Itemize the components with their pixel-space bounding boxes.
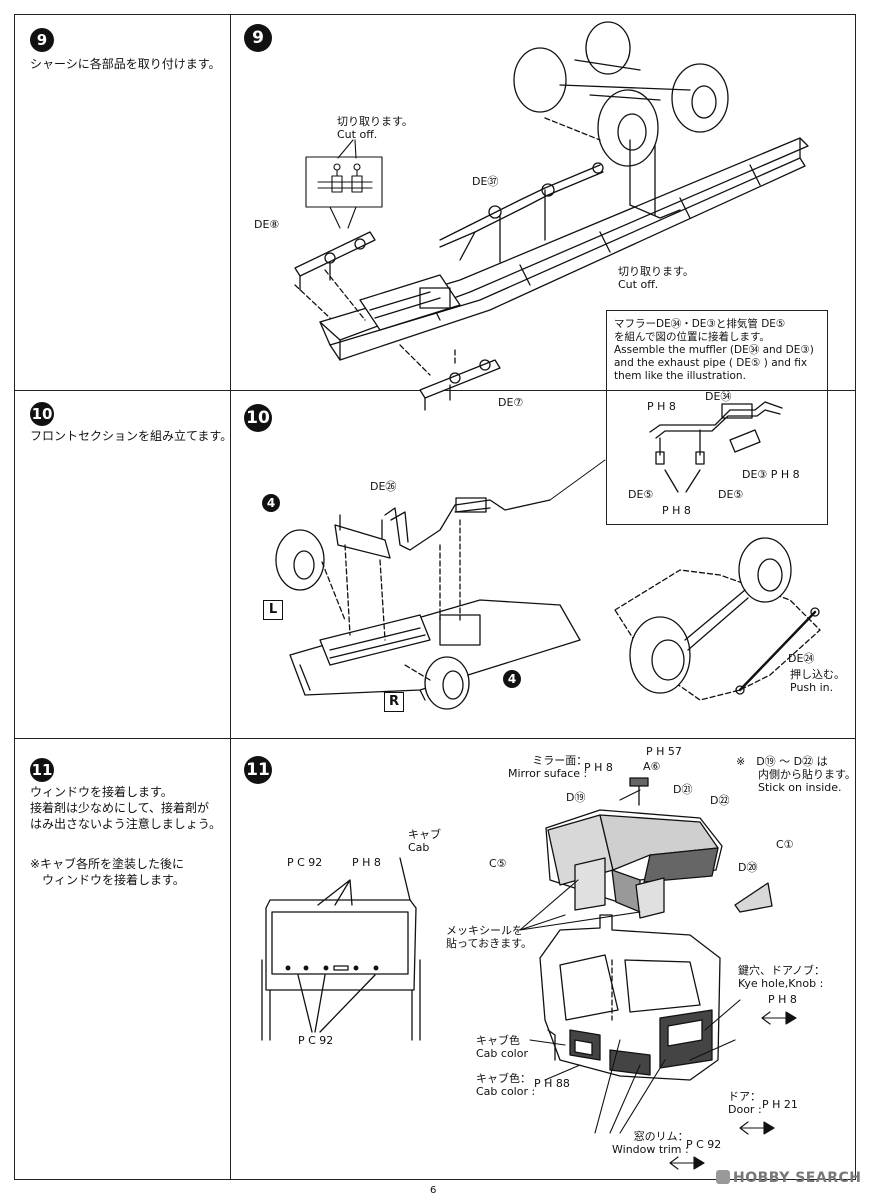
arrows (519, 789, 797, 1170)
cut-off-label-top: 切り取ります。 Cut off. (337, 115, 413, 141)
part-label-de37: DE㊲ (472, 175, 499, 188)
rear-axle-drawing (614, 537, 821, 701)
decal-label-d22: D㉒ (710, 794, 730, 807)
diagram-number-11: 11 (244, 756, 272, 784)
muffler-label-de5-right: DE⑤ (718, 488, 744, 501)
chassis-frame-drawing (319, 137, 809, 361)
part-label-de8: DE⑧ (254, 218, 280, 231)
step-number-11: 11 (30, 758, 54, 782)
wheel-ref-left: 4 (262, 494, 280, 512)
keyhole-knob-label: 鍵穴、ドアノブ： Kye hole,Knob : (738, 964, 826, 990)
part-label-c5: C⑤ (489, 857, 507, 870)
muffler-label-de3-ph8: DE③ P H 8 (742, 468, 800, 481)
step-9-text: シャーシに各部品を取り付けます。 (30, 57, 221, 71)
cut-off-detail (305, 139, 383, 229)
push-in-label: 押し込む。 Push in. (790, 668, 845, 694)
wheel-ref-right: 4 (503, 670, 521, 688)
decal-label-d20: D⑳ (738, 861, 758, 874)
watermark-text: HOBBY SEARCH (733, 1170, 862, 1186)
part-label-de26: DE㉖ (370, 480, 397, 493)
de7-part (399, 344, 501, 411)
hobby-search-logo-icon (716, 1170, 730, 1184)
rear-wheels-drawing (513, 21, 729, 167)
paint-ph8-top: P H 8 (352, 856, 381, 869)
cab-color-paint-label: キャブ色： Cab color : (476, 1072, 536, 1098)
column-divider (230, 14, 231, 1180)
step-11-text: ウィンドウを接着します。 接着剤は少なめにして、接着剤が はみ出さないよう注意し… (30, 785, 222, 831)
keyhole-paint-ph8: P H 8 (768, 993, 797, 1006)
cut-off-label-right: 切り取ります。 Cut off. (618, 265, 694, 291)
side-label-left: L (263, 600, 283, 620)
muffler-label-de5-left: DE⑤ (628, 488, 654, 501)
step-11-note: ※キャブ各所を塗装した後に ウィンドウを接着します。 (30, 857, 185, 887)
de8-part (294, 231, 376, 321)
mirror-paint-ph8: P H 8 (584, 761, 613, 774)
cab-body-drawing (539, 914, 721, 1081)
stick-inside-note: ※ D⑲ ～ D㉒ は 内側から貼ります。 Stick on inside. (736, 755, 856, 794)
mirror-surface-label: ミラー面： Mirror suface : (508, 754, 588, 780)
paint-pc92-bottom: P C 92 (298, 1034, 334, 1047)
cab-label: キャブ Cab (408, 828, 441, 854)
page-number: 6 (430, 1185, 437, 1196)
muffler-paint-ph8-a: P H 8 (647, 400, 676, 413)
instruction-sheet (14, 14, 856, 1180)
step-number-9: 9 (30, 28, 54, 52)
cab-color-label: キャブ色 Cab color (476, 1034, 528, 1060)
diagram-number-10: 10 (244, 404, 272, 432)
door-label: ドア： Door : (728, 1090, 762, 1116)
diagram-number-9: 9 (244, 24, 272, 52)
muffler-detail (649, 401, 783, 493)
step-10-text: フロントセクションを組み立てます。 (30, 429, 233, 443)
part-label-de24: DE㉔ (788, 652, 815, 665)
front-section-drawing (275, 459, 606, 710)
part-label-c1: C① (776, 838, 794, 851)
decal-label-d21: D㉑ (673, 783, 693, 796)
paint-ph57: P H 57 (646, 745, 682, 758)
part-label-a6: A⑥ (643, 760, 661, 773)
side-label-right: R (384, 692, 404, 712)
cab-interior-drawing (545, 777, 773, 919)
decal-label-d19: D⑲ (566, 791, 586, 804)
muffler-instructions: マフラーDE㉞・DE③と排気管 DE⑤ を組んで図の位置に接着します。 Asse… (614, 318, 814, 382)
muffler-assembly-box (606, 310, 828, 525)
metal-seal-label: メッキシールを 貼っておきます。 (446, 924, 533, 950)
muffler-paint-ph8-b: P H 8 (662, 504, 691, 517)
window-trim-label: 窓のリム： Window trim : (612, 1130, 689, 1156)
row-divider-2 (14, 738, 856, 739)
muffler-label-de34: DE㉞ (705, 390, 732, 403)
paint-pc92-top: P C 92 (287, 856, 323, 869)
window-glass-drawing (261, 857, 421, 1041)
part-label-de7: DE⑦ (498, 396, 524, 409)
door-paint-ph21: P H 21 (762, 1098, 798, 1111)
step-number-10: 10 (30, 402, 54, 426)
cab-color-ph88: P H 88 (534, 1077, 570, 1090)
watermark: HOBBY SEARCH (716, 1170, 861, 1186)
window-trim-pc92: P C 92 (686, 1138, 722, 1151)
